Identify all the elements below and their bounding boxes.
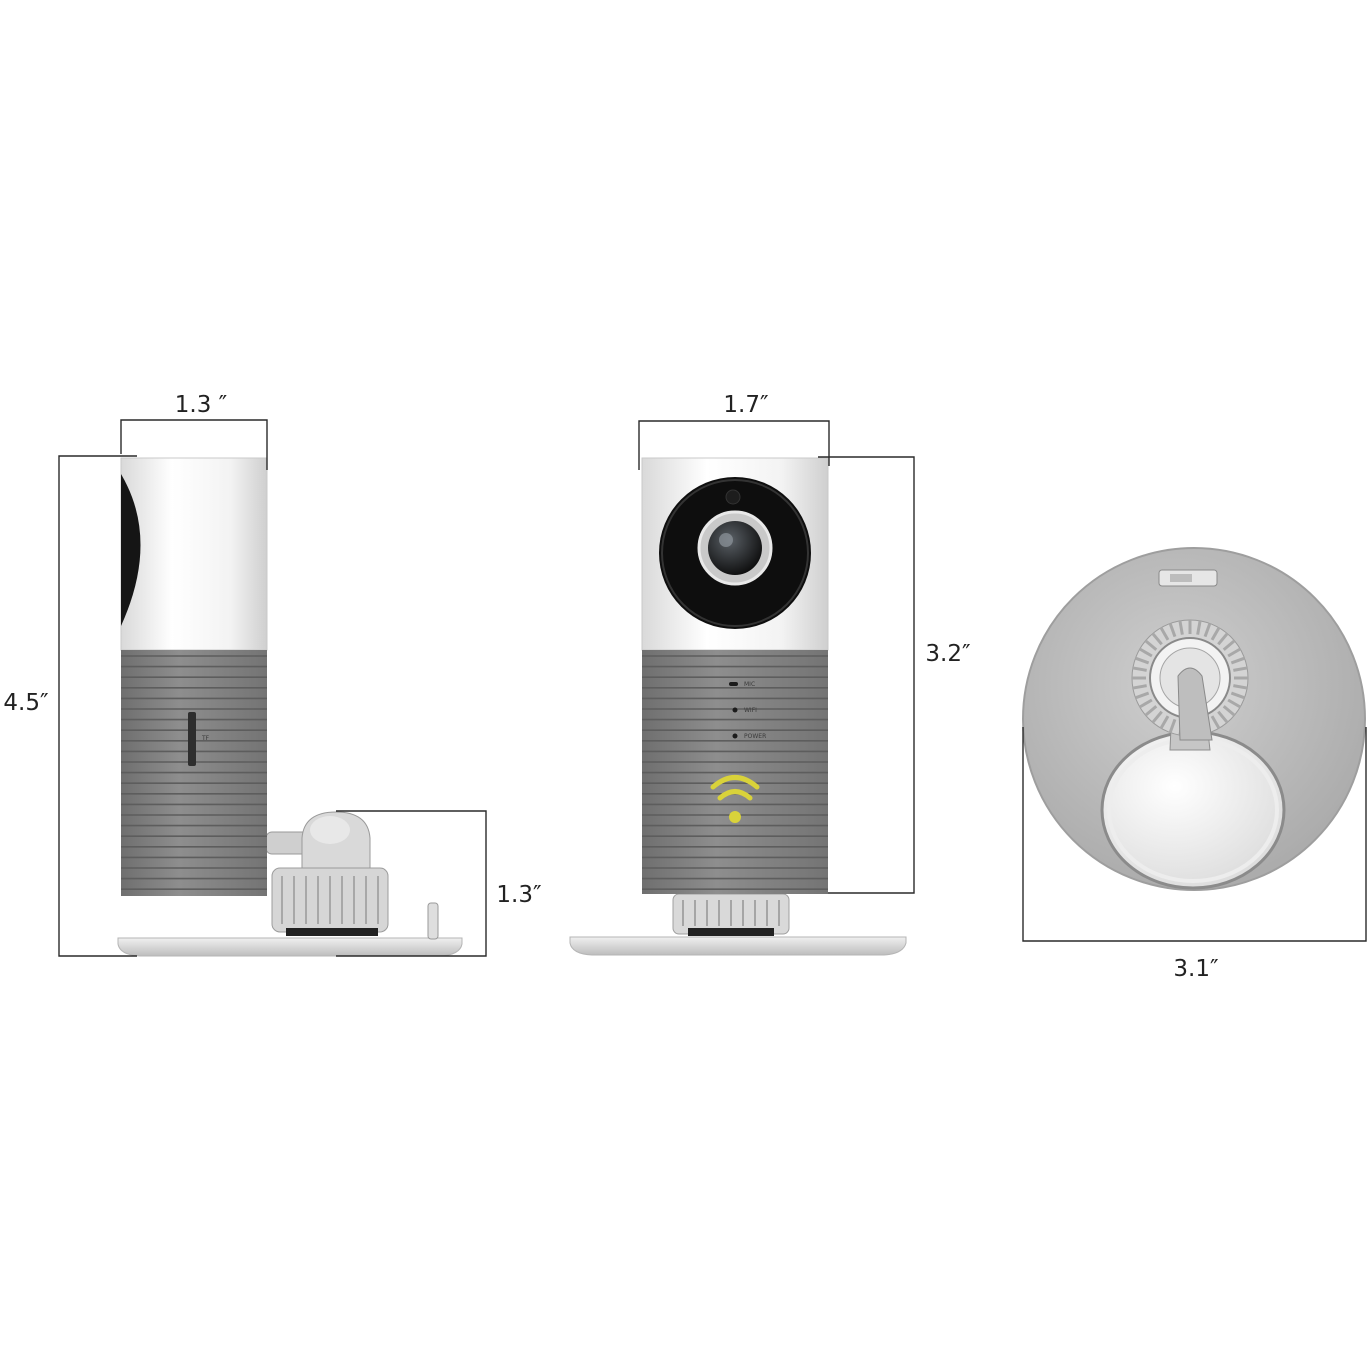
tf-label: TF bbox=[201, 735, 210, 742]
mic-indicator bbox=[729, 682, 738, 686]
gear-tooth bbox=[1210, 715, 1221, 729]
front-camera-body: MIC WIFI POWER bbox=[641, 457, 829, 894]
base-diameter-bracket bbox=[1022, 727, 1367, 942]
gear-tooth bbox=[1151, 710, 1163, 724]
side-knurled-nut bbox=[271, 867, 389, 936]
gear-tooth bbox=[1233, 666, 1248, 672]
gear-tooth bbox=[1168, 622, 1177, 638]
side-base-plate bbox=[117, 937, 463, 957]
gear-tooth bbox=[1217, 632, 1229, 646]
light-sensor bbox=[725, 489, 741, 505]
gear-tooth bbox=[1210, 627, 1221, 641]
gear-tooth bbox=[1230, 691, 1246, 700]
gear-tooth bbox=[1196, 620, 1202, 635]
front-width-label: 1.7″ bbox=[723, 392, 769, 418]
base-diameter-label: 3.1″ bbox=[1173, 956, 1219, 982]
gear-tooth bbox=[1178, 620, 1184, 635]
total-height-label: 4.5″ bbox=[3, 690, 49, 716]
gear-tooth bbox=[1217, 710, 1229, 724]
gear-tooth bbox=[1132, 666, 1147, 672]
mic-label: MIC bbox=[744, 681, 755, 688]
gear-tooth bbox=[1134, 691, 1150, 700]
gear-tooth bbox=[1222, 639, 1236, 651]
gear-tooth bbox=[1144, 639, 1158, 651]
wifi-indicator bbox=[732, 707, 738, 713]
tf-card-slot bbox=[188, 712, 196, 766]
side-width-label: 1.3 ″ bbox=[175, 392, 228, 418]
mirror-plate bbox=[1100, 730, 1286, 890]
gear-tooth bbox=[1233, 684, 1248, 690]
lens-glass bbox=[708, 521, 762, 575]
gear-tooth bbox=[1222, 705, 1236, 717]
front-knurled-nut bbox=[672, 893, 790, 936]
top-knurled-ring bbox=[1131, 619, 1249, 741]
power-label: POWER bbox=[744, 733, 766, 740]
front-width-bracket bbox=[638, 420, 830, 470]
side-view: TF 1.3 ″ 4.5″ 1.3″ bbox=[3, 392, 542, 957]
gear-tooth bbox=[1134, 656, 1150, 665]
gear-tooth bbox=[1132, 684, 1147, 690]
front-base-plate bbox=[569, 936, 907, 956]
gear-tooth bbox=[1227, 647, 1241, 658]
gear-tooth bbox=[1144, 705, 1158, 717]
gear-tooth bbox=[1139, 698, 1153, 709]
base-height-label: 1.3″ bbox=[496, 882, 542, 908]
top-view: 3.1″ bbox=[1022, 547, 1367, 982]
gear-tooth bbox=[1151, 632, 1163, 646]
gear-tooth bbox=[1227, 698, 1241, 709]
wifi-label: WIFI bbox=[744, 707, 757, 714]
front-height-bracket bbox=[818, 456, 915, 894]
gear-tooth bbox=[1230, 656, 1246, 665]
power-indicator bbox=[732, 733, 738, 739]
base-height-bracket bbox=[336, 810, 487, 957]
gear-tooth bbox=[1168, 718, 1177, 734]
side-lens-bulge bbox=[121, 474, 141, 626]
cable-clip bbox=[427, 902, 439, 940]
side-ball-joint bbox=[265, 811, 371, 869]
front-view: MIC WIFI POWER 1.7″ 3.2″ bbox=[569, 392, 971, 956]
gear-tooth bbox=[1139, 647, 1153, 658]
side-camera-body: TF bbox=[120, 457, 268, 896]
gear-tooth bbox=[1159, 715, 1170, 729]
front-height-label: 3.2″ bbox=[925, 641, 971, 667]
gear-tooth bbox=[1203, 622, 1212, 638]
total-height-bracket bbox=[58, 455, 137, 957]
wifi-icon bbox=[710, 775, 760, 823]
gear-tooth bbox=[1159, 627, 1170, 641]
side-width-bracket bbox=[120, 419, 268, 470]
